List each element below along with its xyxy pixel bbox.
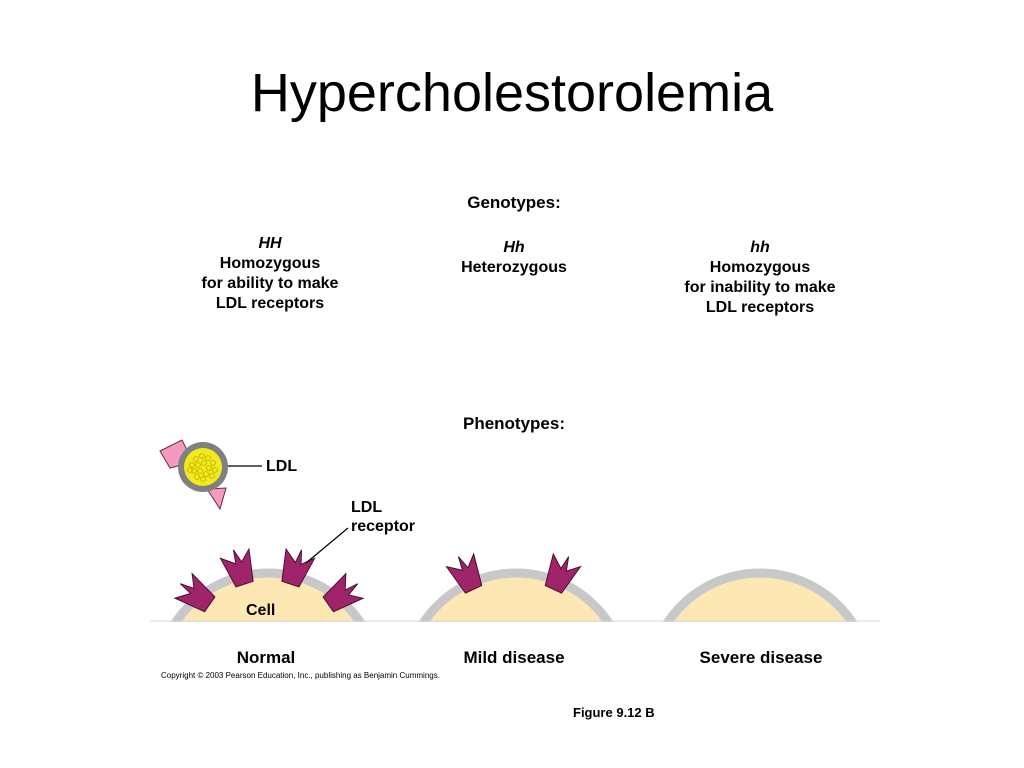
- genotype-line: LDL receptors: [705, 299, 815, 316]
- genotype-line: Homozygous: [219, 255, 321, 272]
- ldl-receptor: [445, 552, 483, 594]
- genotype-symbol: HH: [258, 235, 282, 252]
- cell-normal: [170, 568, 366, 622]
- genotype-HH: HH Homozygous for ability to make LDL re…: [170, 234, 370, 314]
- ldl-receptor-label: LDL receptor: [351, 498, 415, 536]
- phenotype-normal: Normal: [236, 648, 296, 667]
- phenotype-mild: Mild disease: [463, 648, 565, 667]
- ldl-particle: [159, 439, 228, 511]
- phenotype-severe: Severe disease: [699, 648, 823, 667]
- genotype-line: Heterozygous: [461, 259, 567, 276]
- ldl-label: LDL: [266, 458, 298, 475]
- genotype-line: for inability to make: [684, 279, 836, 296]
- genotypes-heading: Genotypes:: [467, 193, 561, 212]
- genotype-symbol: Hh: [503, 239, 525, 256]
- genotype-line: Homozygous: [709, 259, 811, 276]
- genotype-hh: hh Homozygous for inability to make LDL …: [650, 238, 870, 318]
- ldl-receptor: [544, 552, 582, 594]
- ldl-receptor: [322, 572, 365, 613]
- genotype-symbol: hh: [750, 239, 770, 256]
- ldl-receptor: [219, 547, 254, 588]
- genotype-Hh: Hh Heterozygous: [414, 238, 614, 278]
- receptor-label-line-1: LDL: [351, 499, 383, 516]
- copyright-notice: Copyright © 2003 Pearson Education, Inc.…: [161, 671, 440, 680]
- ldl-receptor: [173, 572, 216, 613]
- genotype-line: LDL receptors: [215, 295, 325, 312]
- ldl-protein: [206, 487, 227, 511]
- receptor-label-line-2: receptor: [351, 518, 416, 535]
- ldl-receptor: [281, 547, 316, 588]
- genotype-line: for ability to make: [201, 275, 339, 292]
- receptor-leader-line: [305, 527, 349, 564]
- slide-title: Hypercholestorolemia: [250, 63, 774, 123]
- figure-caption: Figure 9.12 B: [573, 705, 655, 720]
- cell-label: Cell: [246, 602, 276, 619]
- phenotypes-heading: Phenotypes:: [462, 414, 566, 433]
- cell-severe: [662, 568, 858, 622]
